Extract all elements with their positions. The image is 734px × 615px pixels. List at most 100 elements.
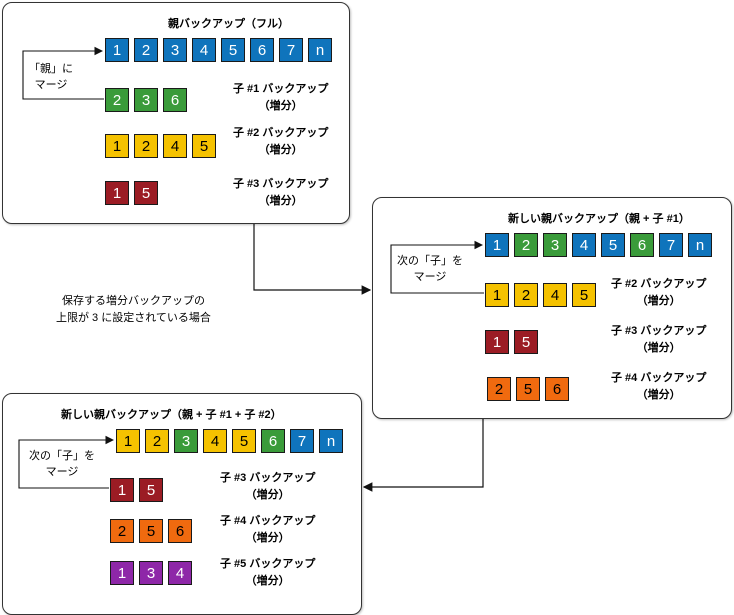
block: n: [688, 233, 712, 257]
merge-label-line: マージ: [45, 466, 79, 478]
block: 3: [543, 233, 567, 257]
parent-full-panel: 親バックアップ（フル） 1 2 3 4 5 6 7 n 「親」に マージ 2 3…: [2, 2, 350, 224]
child-label-line: 子 #2 バックアップ: [233, 127, 329, 139]
block: 2: [110, 519, 134, 543]
block: 5: [192, 134, 216, 158]
block: 1: [105, 134, 129, 158]
block: 5: [139, 519, 163, 543]
child-label-line: （増分）: [245, 532, 290, 544]
child-label-line: 子 #4 バックアップ: [611, 372, 707, 384]
child-label-line: （増分）: [245, 575, 290, 587]
block: 5: [601, 233, 625, 257]
block: 4: [168, 561, 192, 585]
child-label-line: 子 #2 バックアップ: [611, 278, 707, 290]
block: 2: [514, 233, 538, 257]
child-label-line: （増分）: [258, 144, 303, 156]
child-label-line: 子 #3 バックアップ: [233, 178, 329, 190]
retention-note-line: 保存する増分バックアップの: [61, 295, 205, 307]
child-block-row: 2 5 6: [487, 377, 569, 401]
block: 3: [163, 38, 187, 62]
block: 5: [139, 478, 163, 502]
connector-arrow-1: [253, 223, 372, 295]
block: 6: [630, 233, 654, 257]
child-label: 子 #3 バックアップ （増分）: [220, 470, 315, 504]
block: 2: [514, 283, 538, 307]
block: n: [308, 38, 332, 62]
block: 7: [290, 429, 314, 453]
new-parent-panel-1: 新しい親バックアップ（親 + 子 #1） 1 2 3 4 5 6 7 n 次の「…: [372, 197, 732, 419]
block: 1: [105, 181, 129, 205]
child-label: 子 #3 バックアップ （増分）: [611, 323, 706, 357]
block: 4: [163, 134, 187, 158]
block: 5: [232, 429, 256, 453]
panel-title: 新しい親バックアップ（親 + 子 #1）: [508, 213, 690, 225]
block: 7: [279, 38, 303, 62]
block: 4: [543, 283, 567, 307]
block: 2: [134, 134, 158, 158]
block: 4: [203, 429, 227, 453]
child-block-row: 1 2 4 5: [105, 134, 216, 158]
child-label-line: 子 #1 バックアップ: [233, 83, 329, 95]
block: 2: [487, 377, 511, 401]
new-parent-panel-2: 新しい親バックアップ（親 + 子 #1 + 子 #2） 1 2 3 4 5 6 …: [2, 393, 362, 615]
block: 1: [485, 283, 509, 307]
child-label: 子 #2 バックアップ （増分）: [611, 276, 706, 310]
panel-title: 新しい親バックアップ（親 + 子 #1 + 子 #2）: [61, 409, 282, 421]
block: 6: [168, 519, 192, 543]
block: 7: [659, 233, 683, 257]
child-label: 子 #5 バックアップ （増分）: [220, 556, 315, 590]
child-block-row: 2 5 6: [110, 519, 192, 543]
child-label-line: 子 #4 バックアップ: [220, 515, 316, 527]
block: 2: [145, 429, 169, 453]
block: 5: [134, 181, 158, 205]
child-label-line: 子 #3 バックアップ: [611, 325, 707, 337]
child-label: 子 #2 バックアップ （増分）: [233, 125, 328, 159]
merge-label: 次の「子」を マージ: [397, 253, 463, 285]
child-label: 子 #4 バックアップ （増分）: [220, 513, 315, 547]
block: 1: [110, 561, 134, 585]
block: 5: [572, 283, 596, 307]
child-label-line: （増分）: [258, 195, 303, 207]
parent-block-row: 1 2 3 4 5 6 7 n: [116, 429, 343, 453]
child-block-row: 1 5: [110, 478, 163, 502]
merge-label: 「親」に マージ: [29, 61, 73, 93]
child-label: 子 #3 バックアップ （増分）: [233, 176, 328, 210]
parent-block-row: 1 2 3 4 5 6 7 n: [485, 233, 712, 257]
child-label: 子 #1 バックアップ （増分）: [233, 81, 328, 115]
child-label-line: （増分）: [636, 389, 681, 401]
child-label-line: （増分）: [636, 295, 681, 307]
block: 1: [116, 429, 140, 453]
retention-note-line: 上限が 3 に設定されている場合: [56, 312, 211, 324]
block: 5: [221, 38, 245, 62]
panel-title: 親バックアップ（フル）: [168, 18, 289, 30]
merge-label: 次の「子」を マージ: [29, 448, 95, 480]
child-block-row: 1 2 4 5: [485, 283, 596, 307]
child-block-row: 1 5: [485, 330, 538, 354]
retention-note: 保存する増分バックアップの 上限が 3 に設定されている場合: [56, 293, 211, 327]
block: 1: [485, 233, 509, 257]
merge-label-line: マージ: [34, 79, 68, 91]
child-block-row: 2 3 6: [105, 88, 187, 112]
block: 6: [163, 88, 187, 112]
block: 4: [192, 38, 216, 62]
block: 6: [250, 38, 274, 62]
block: 5: [514, 330, 538, 354]
child-label: 子 #4 バックアップ （増分）: [611, 370, 706, 404]
block: 4: [572, 233, 596, 257]
merge-label-line: 次の「子」を: [397, 255, 463, 267]
parent-block-row: 1 2 3 4 5 6 7 n: [105, 38, 332, 62]
merge-label-line: マージ: [413, 271, 447, 283]
child-label-line: （増分）: [245, 489, 290, 501]
child-block-row: 1 3 4: [110, 561, 192, 585]
merge-label-line: 次の「子」を: [29, 450, 95, 462]
block: 3: [174, 429, 198, 453]
child-label-line: （増分）: [258, 100, 303, 112]
block: 3: [139, 561, 163, 585]
block: 6: [261, 429, 285, 453]
block: 1: [485, 330, 509, 354]
block: 5: [516, 377, 540, 401]
block: 1: [105, 38, 129, 62]
block: n: [319, 429, 343, 453]
block: 2: [105, 88, 129, 112]
